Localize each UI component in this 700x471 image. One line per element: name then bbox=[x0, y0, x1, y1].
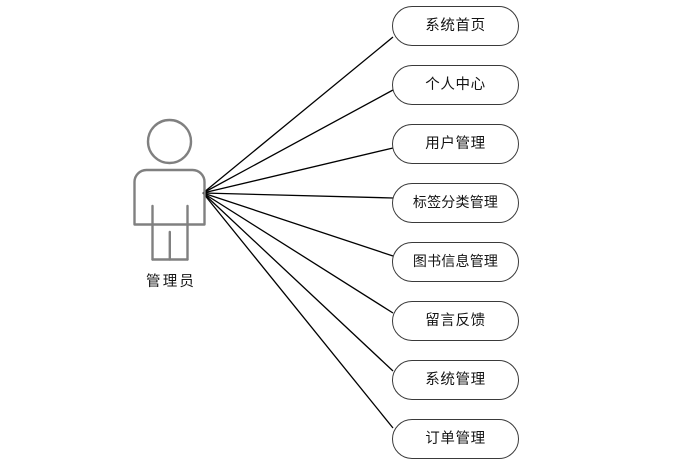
person-actor-icon[interactable] bbox=[133, 118, 206, 261]
actor-torso-icon bbox=[133, 168, 206, 226]
use-case-label: 订单管理 bbox=[425, 430, 486, 447]
use-case-node[interactable]: 用户管理 bbox=[392, 124, 519, 164]
actor-label: 管理员 bbox=[146, 274, 197, 290]
actor-head-icon bbox=[146, 118, 193, 165]
use-case-label: 留言反馈 bbox=[425, 312, 486, 329]
use-case-node[interactable]: 留言反馈 bbox=[392, 301, 519, 341]
use-case-label: 个人中心 bbox=[425, 76, 486, 93]
use-case-node[interactable]: 系统管理 bbox=[392, 360, 519, 400]
use-case-label: 用户管理 bbox=[425, 135, 486, 152]
use-case-node[interactable]: 个人中心 bbox=[392, 65, 519, 105]
use-case-node[interactable]: 系统首页 bbox=[392, 6, 519, 46]
use-case-node[interactable]: 标签分类管理 bbox=[392, 183, 519, 223]
use-case-label: 系统管理 bbox=[425, 371, 486, 388]
use-case-node[interactable]: 订单管理 bbox=[392, 419, 519, 459]
use-case-label: 系统首页 bbox=[425, 17, 486, 34]
use-case-node[interactable]: 图书信息管理 bbox=[392, 242, 519, 282]
use-case-label: 图书信息管理 bbox=[412, 254, 499, 270]
use-case-label: 标签分类管理 bbox=[412, 195, 499, 211]
